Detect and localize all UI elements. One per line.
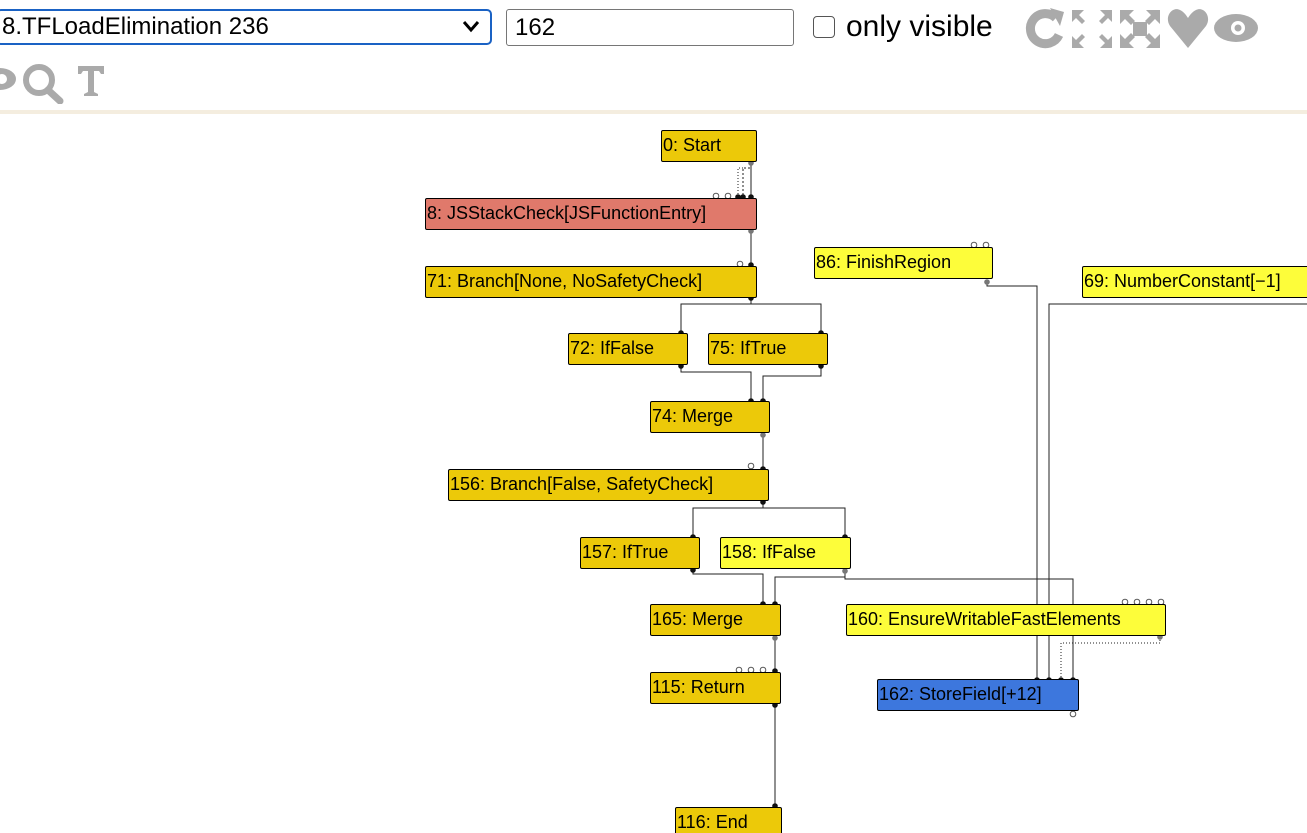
graph-node[interactable]: 86: FinishRegion (814, 247, 993, 279)
toolbar-separator (0, 110, 1307, 114)
hide-icon[interactable] (0, 64, 20, 99)
layout-icon[interactable] (1118, 8, 1162, 55)
search-input[interactable]: 162 (506, 9, 794, 46)
graph-node[interactable]: 8: JSStackCheck[JSFunctionEntry] (425, 198, 757, 230)
graph-node-selected[interactable]: 162: StoreField[+12] (877, 679, 1079, 711)
phase-select[interactable]: 8.TFLoadElimination 236 (0, 9, 492, 45)
expand-icon[interactable] (1070, 8, 1114, 55)
graph-node[interactable]: 160: EnsureWritableFastElements (846, 604, 1166, 636)
graph-node[interactable]: 69: NumberConstant[−1] (1082, 266, 1307, 298)
toolbar: 8.TFLoadElimination 236 162 only visible (0, 0, 1307, 112)
graph-node[interactable]: 75: IfTrue (708, 333, 828, 365)
search-icon[interactable] (20, 62, 66, 109)
graph-edges (678, 160, 1307, 809)
chevron-down-icon (462, 11, 480, 43)
graph-node[interactable]: 158: IfFalse (720, 537, 851, 569)
text-icon[interactable] (76, 64, 106, 103)
graph-node[interactable]: 71: Branch[None, NoSafetyCheck] (425, 266, 757, 298)
graph-node[interactable]: 116: End (675, 807, 782, 833)
graph-node[interactable]: 165: Merge (650, 604, 781, 636)
heart-icon[interactable] (1166, 6, 1210, 55)
graph-node[interactable]: 156: Branch[False, SafetyCheck] (448, 469, 769, 501)
only-visible-label: only visible (846, 10, 993, 43)
phase-select-value: 8.TFLoadElimination 236 (2, 13, 269, 40)
eye-icon[interactable] (1212, 12, 1260, 49)
graph-node[interactable]: 72: IfFalse (568, 333, 688, 365)
refresh-icon[interactable] (1020, 4, 1068, 59)
graph-node[interactable]: 74: Merge (650, 401, 770, 433)
graph-canvas[interactable]: 0: Start 8: JSStackCheck[JSFunctionEntry… (0, 114, 1307, 833)
graph-node[interactable]: 157: IfTrue (580, 537, 700, 569)
only-visible-checkbox[interactable] (813, 16, 835, 38)
graph-node[interactable]: 0: Start (661, 130, 757, 162)
graph-node[interactable]: 115: Return (650, 672, 781, 704)
